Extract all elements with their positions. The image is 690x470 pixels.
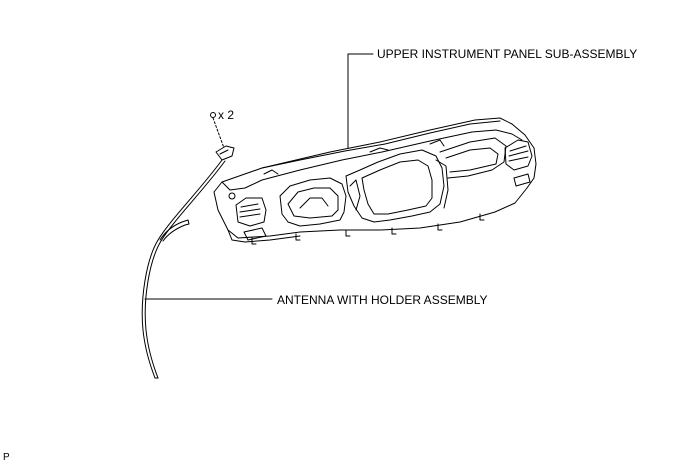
upper-panel-leader-line [348, 54, 373, 148]
upper-instrument-panel [214, 118, 536, 244]
antenna-holder-assembly [142, 113, 234, 379]
figure-id-label: P [3, 452, 10, 463]
screw-quantity-label: x 2 [218, 108, 235, 122]
upper-panel-label: UPPER INSTRUMENT PANEL SUB-ASSEMBLY [377, 47, 638, 61]
antenna-label: ANTENNA WITH HOLDER ASSEMBLY [277, 293, 488, 307]
